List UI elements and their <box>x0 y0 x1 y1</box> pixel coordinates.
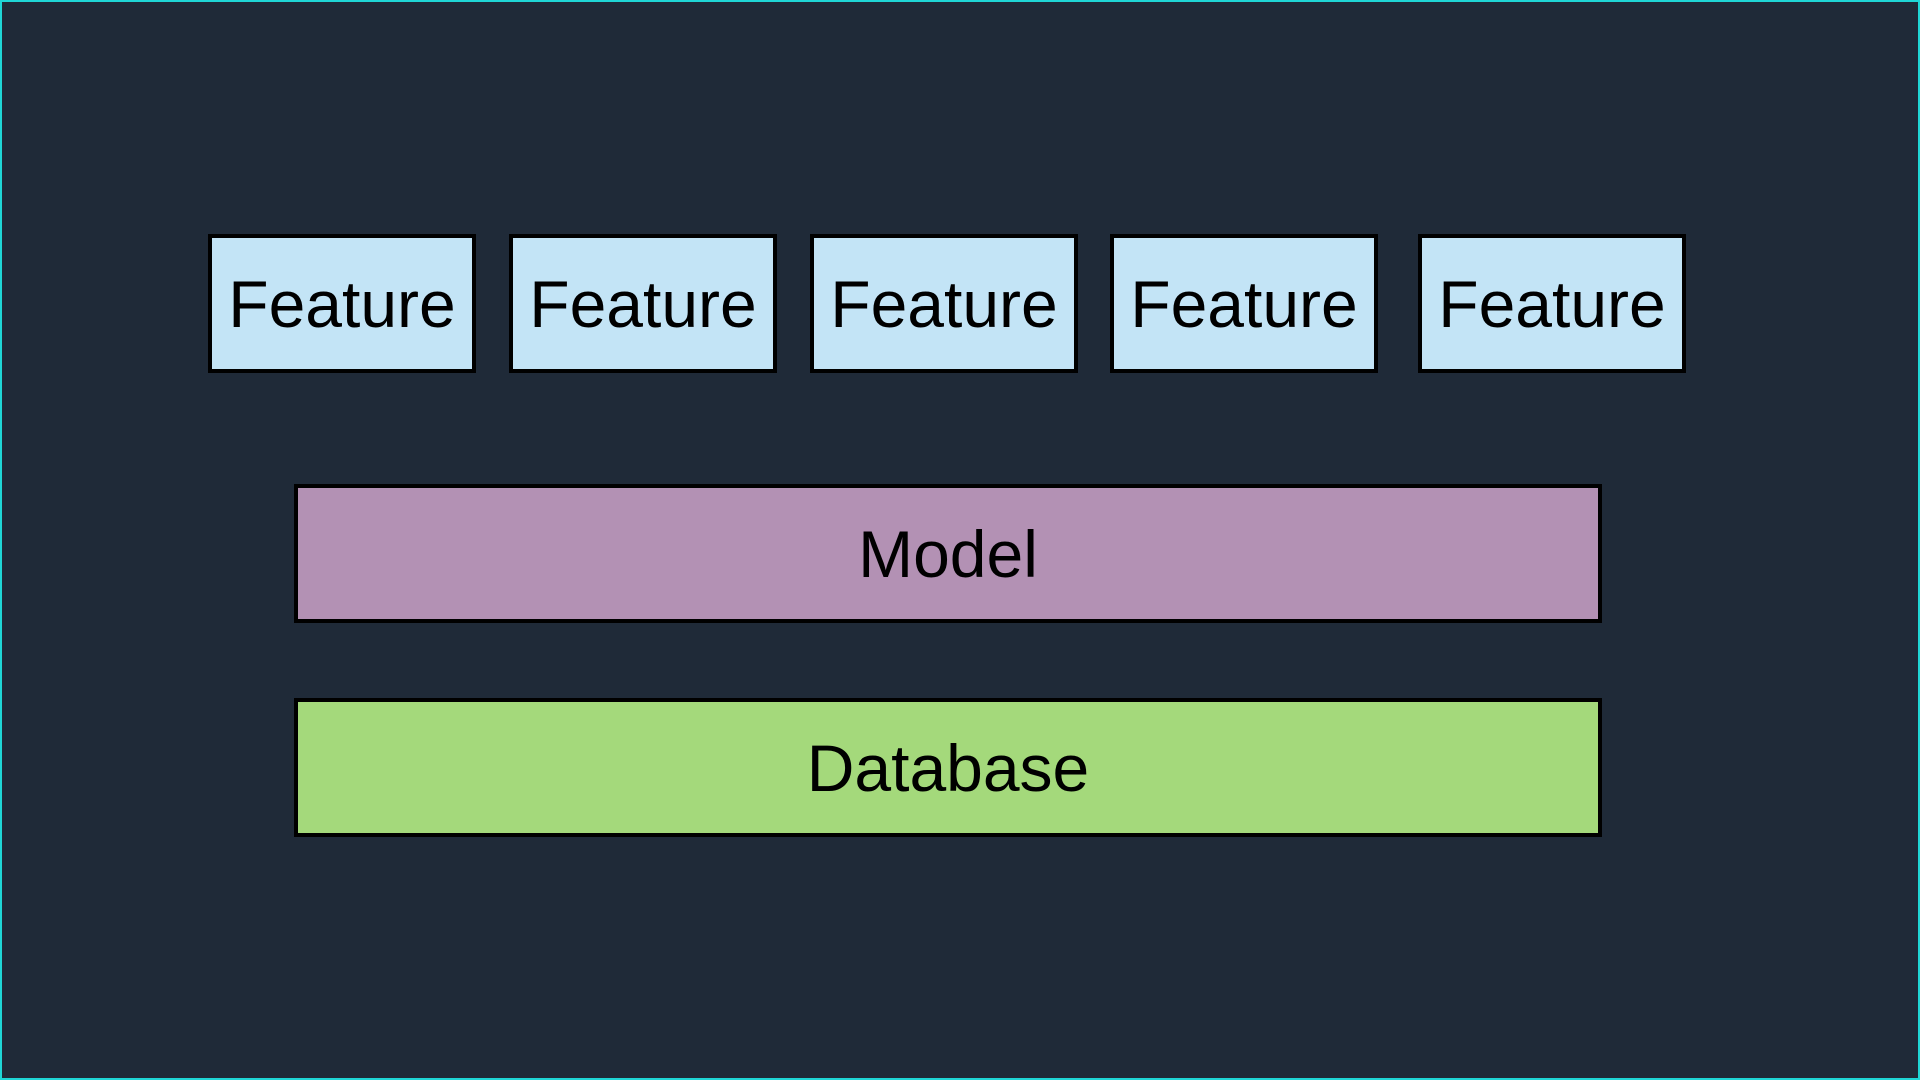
feature-label-3: Feature <box>830 266 1058 341</box>
feature-label-1: Feature <box>228 266 456 341</box>
feature-box-5: Feature <box>1418 234 1686 373</box>
feature-label-4: Feature <box>1130 266 1358 341</box>
database-layer: Database <box>294 698 1602 837</box>
database-label: Database <box>806 730 1090 805</box>
model-layer: Model <box>294 484 1602 623</box>
feature-label-5: Feature <box>1438 266 1666 341</box>
feature-box-4: Feature <box>1110 234 1378 373</box>
model-label: Model <box>858 516 1038 591</box>
feature-box-2: Feature <box>509 234 777 373</box>
feature-box-3: Feature <box>810 234 1078 373</box>
feature-box-1: Feature <box>208 234 476 373</box>
feature-label-2: Feature <box>529 266 757 341</box>
